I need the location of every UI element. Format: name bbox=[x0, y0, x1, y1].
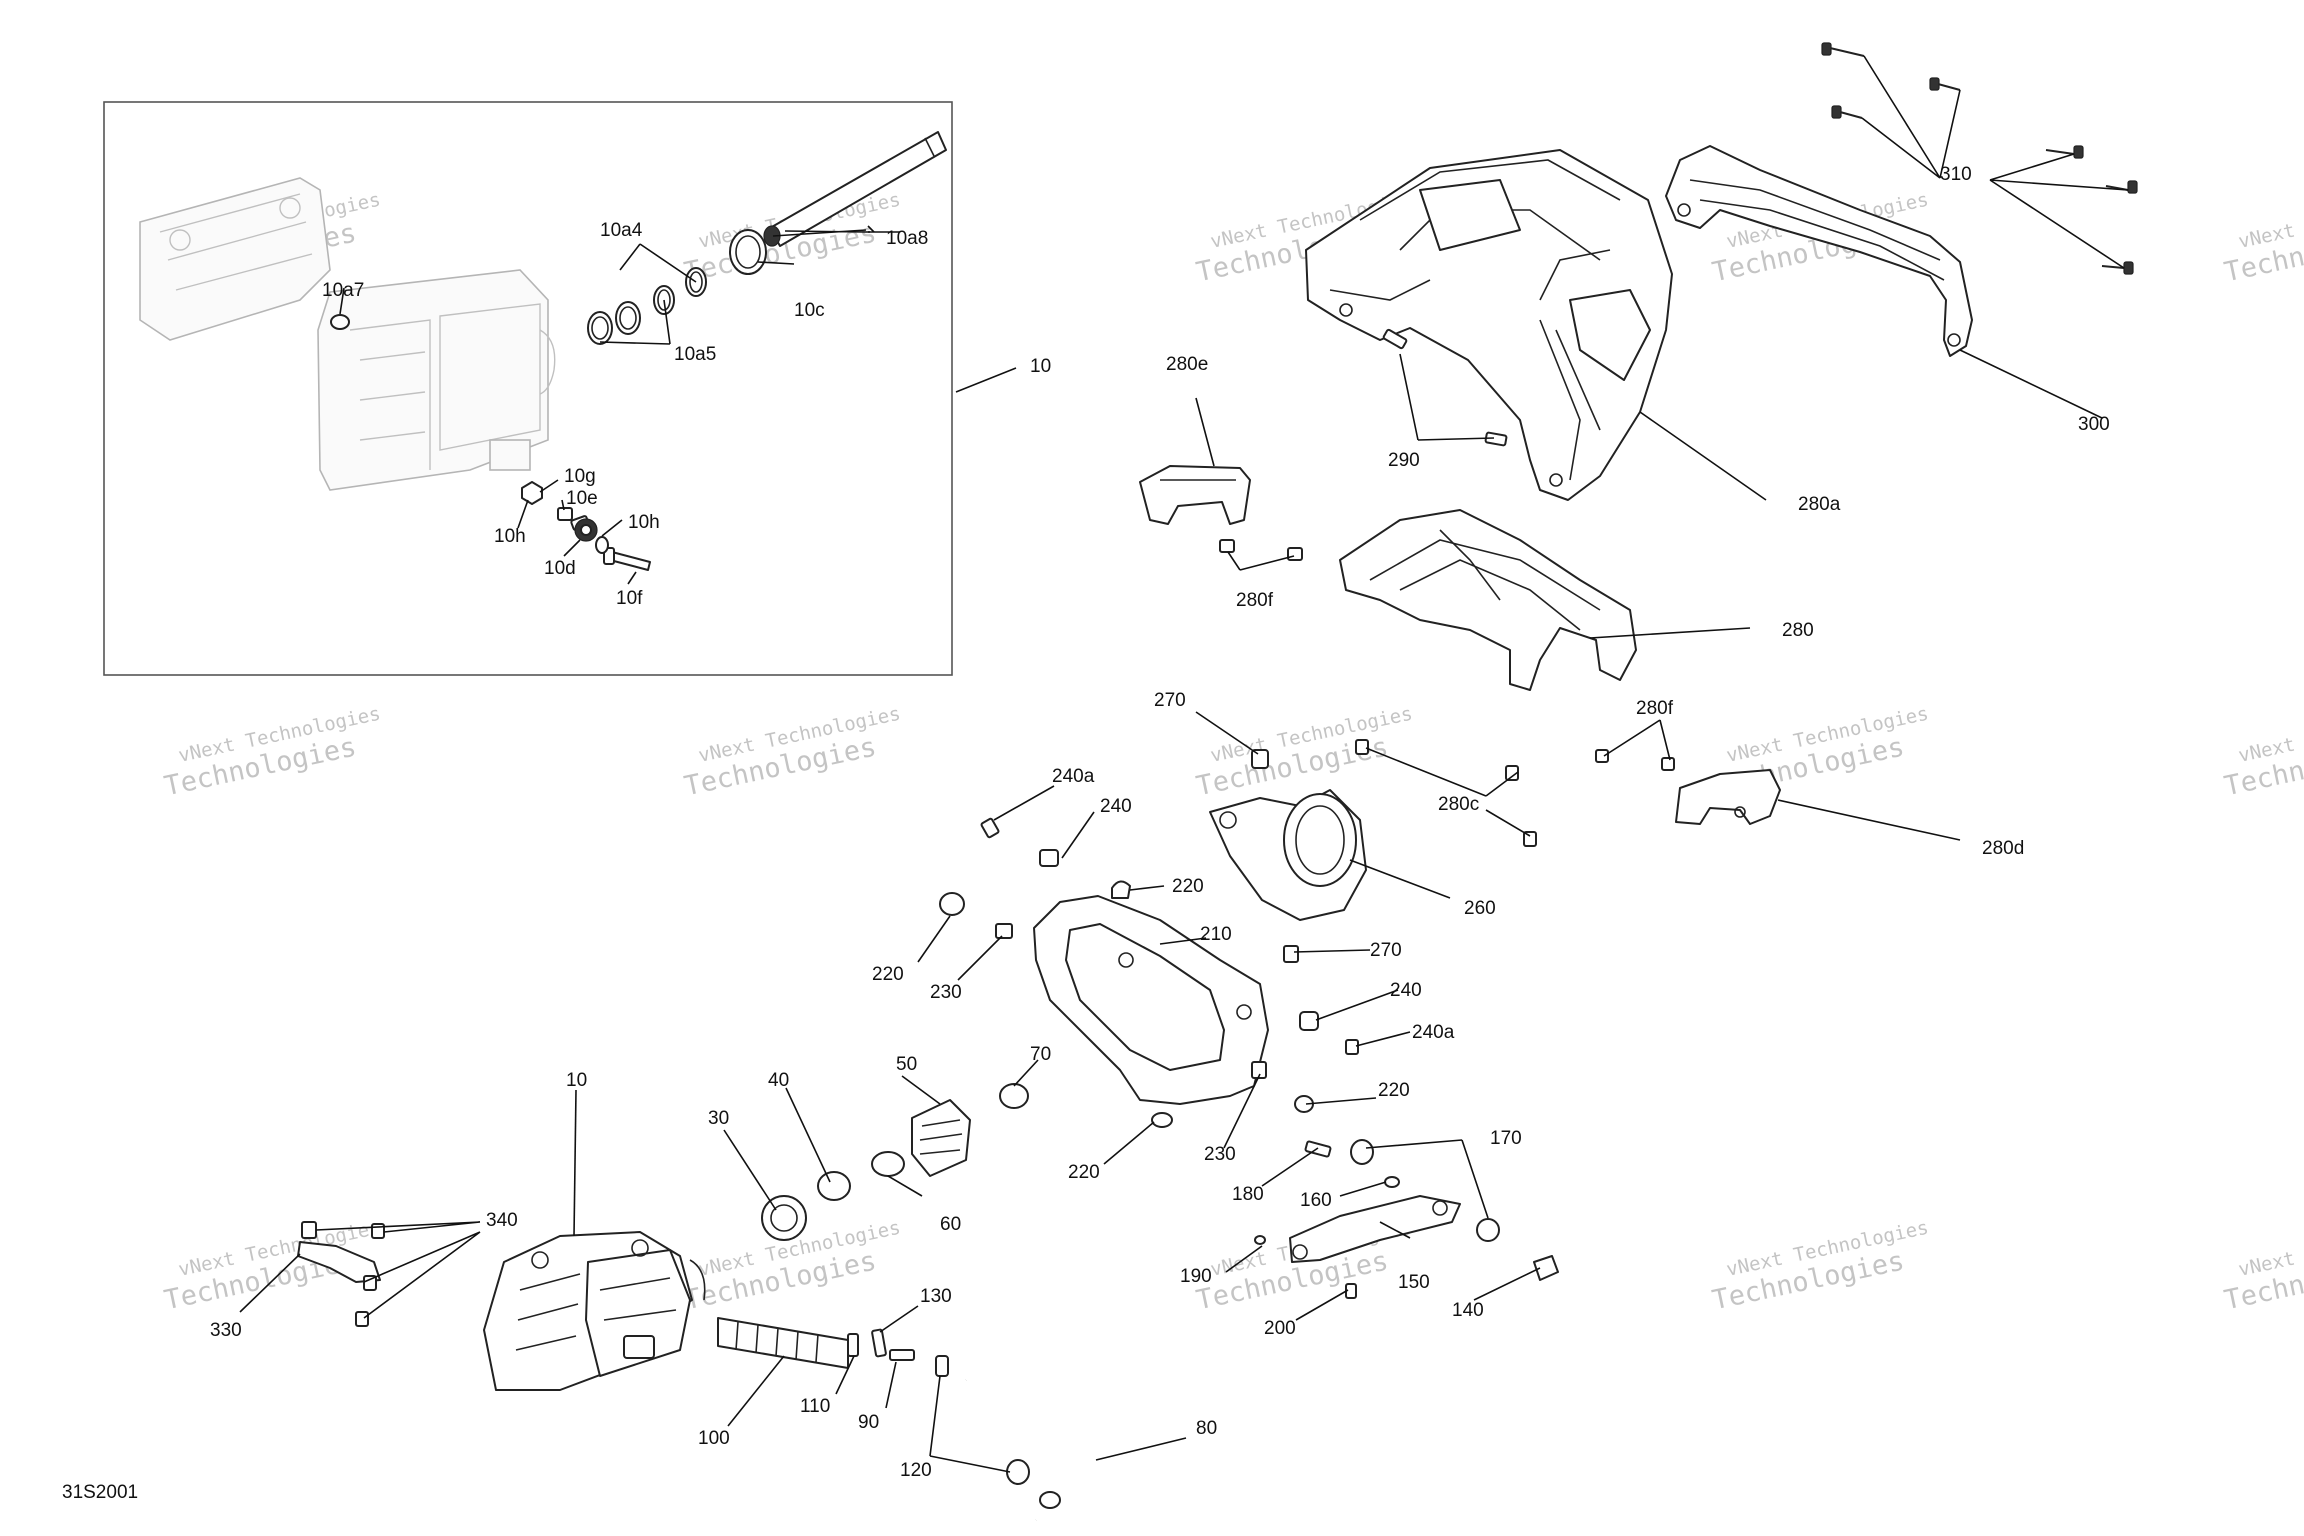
callout-30: 30 bbox=[708, 1108, 729, 1129]
callout-300: 300 bbox=[2078, 414, 2110, 435]
part-290-bolts bbox=[1382, 328, 1508, 447]
callout-180: 180 bbox=[1232, 1184, 1264, 1205]
callout-270: 270 bbox=[1154, 690, 1186, 711]
callout-10-inset: 10 bbox=[1030, 356, 1051, 377]
callout-280e: 280e bbox=[1166, 354, 1208, 375]
ghost-shift-module bbox=[139, 177, 556, 491]
callout-10d: 10d bbox=[544, 558, 576, 579]
part-50-boot-assembly bbox=[761, 1083, 1029, 1241]
callout-280f: 280f bbox=[1236, 590, 1274, 611]
part-300-rear-bracket bbox=[1665, 145, 1973, 357]
leader-lines bbox=[239, 55, 2129, 1473]
callout-220: 220 bbox=[1172, 876, 1204, 897]
callout-10f: 10f bbox=[616, 588, 643, 609]
callout-40: 40 bbox=[768, 1070, 789, 1091]
callout-10c: 10c bbox=[794, 300, 825, 321]
callout-10g: 10g bbox=[564, 466, 596, 487]
callout-270: 270 bbox=[1370, 940, 1402, 961]
part-280-lower-cover bbox=[1339, 509, 1637, 691]
part-260-housing bbox=[1209, 789, 1367, 921]
callout-10h: 10h bbox=[628, 512, 660, 533]
callout-10a5: 10a5 bbox=[674, 344, 716, 365]
callout-240: 240 bbox=[1390, 980, 1422, 1001]
callout-280c: 280c bbox=[1438, 794, 1479, 815]
callout-170: 170 bbox=[1490, 1128, 1522, 1149]
part-110-130-90-hardware bbox=[847, 1328, 1030, 1485]
callout-90: 90 bbox=[858, 1412, 879, 1433]
part-280a-upper-cover bbox=[1305, 149, 1673, 501]
part-10a8-shaft bbox=[763, 131, 947, 247]
callout-240a: 240a bbox=[1412, 1022, 1455, 1043]
callout-260: 260 bbox=[1464, 898, 1496, 919]
callout-140: 140 bbox=[1452, 1300, 1484, 1321]
callout-120: 120 bbox=[900, 1460, 932, 1481]
callout-60: 60 bbox=[940, 1214, 961, 1235]
part-10a7-clip bbox=[330, 314, 350, 330]
callout-200: 200 bbox=[1264, 1318, 1296, 1339]
callout-160: 160 bbox=[1300, 1190, 1332, 1211]
callout-labels: 10a8 10a4 10c 10a7 10a5 10 10g 10e 10h 1… bbox=[210, 164, 2110, 1481]
callout-10e: 10e bbox=[566, 488, 598, 509]
callout-130: 130 bbox=[920, 1286, 952, 1307]
part-280e-bracket bbox=[1139, 465, 1251, 525]
callout-290: 290 bbox=[1388, 450, 1420, 471]
part-80-hose bbox=[964, 1368, 1068, 1523]
part-10a4-10a5-orings bbox=[587, 267, 707, 345]
callout-210: 210 bbox=[1200, 924, 1232, 945]
callout-80: 80 bbox=[1196, 1418, 1217, 1439]
callout-220: 220 bbox=[1378, 1080, 1410, 1101]
callout-10h: 10h bbox=[494, 526, 526, 547]
callout-230: 230 bbox=[930, 982, 962, 1003]
callout-310: 310 bbox=[1940, 164, 1972, 185]
figure-code: 31S2001 bbox=[62, 1482, 138, 1503]
callout-280: 280 bbox=[1782, 620, 1814, 641]
callout-330: 330 bbox=[210, 1320, 242, 1341]
callout-240a: 240a bbox=[1052, 766, 1095, 787]
callout-220: 220 bbox=[872, 964, 904, 985]
callout-150: 150 bbox=[1398, 1272, 1430, 1293]
callout-100: 100 bbox=[698, 1428, 730, 1449]
part-220-230-240-hardware bbox=[939, 817, 1359, 1128]
callout-50: 50 bbox=[896, 1054, 917, 1075]
part-10-small-hardware bbox=[521, 481, 651, 571]
callout-240: 240 bbox=[1100, 796, 1132, 817]
callout-340: 340 bbox=[486, 1210, 518, 1231]
callout-10a7: 10a7 bbox=[322, 280, 364, 301]
callout-280f: 280f bbox=[1636, 698, 1674, 719]
callout-10a8: 10a8 bbox=[886, 228, 928, 249]
part-330-340-bracket bbox=[297, 1221, 385, 1327]
part-270-280c-hardware bbox=[1251, 739, 1675, 847]
part-100-bellows bbox=[717, 1317, 849, 1369]
callout-190: 190 bbox=[1180, 1266, 1212, 1287]
callout-280a: 280a bbox=[1798, 494, 1841, 515]
part-210-bracket bbox=[1033, 895, 1269, 1105]
callout-220: 220 bbox=[1068, 1162, 1100, 1183]
part-280d-bracket bbox=[1675, 769, 1781, 825]
callout-10-main: 10 bbox=[566, 1070, 587, 1091]
part-150-linkage-arm bbox=[1254, 1139, 1559, 1299]
callout-280d: 280d bbox=[1982, 838, 2024, 859]
callout-10a4: 10a4 bbox=[600, 220, 643, 241]
detail-inset-frame bbox=[103, 101, 953, 676]
part-310-bolts bbox=[1821, 42, 2138, 275]
callout-70: 70 bbox=[1030, 1044, 1051, 1065]
callout-110: 110 bbox=[800, 1396, 830, 1417]
part-10-shift-module bbox=[483, 1231, 706, 1391]
callout-230: 230 bbox=[1204, 1144, 1236, 1165]
